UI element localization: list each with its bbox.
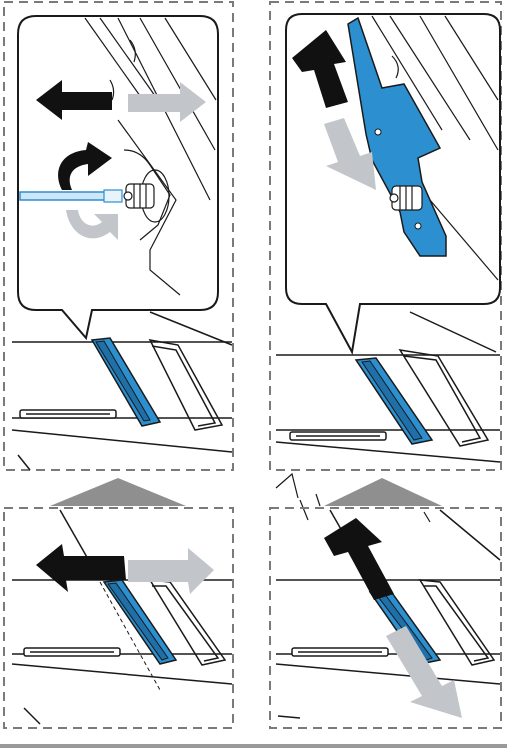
blue-strip xyxy=(356,358,432,444)
panel-bottom-left xyxy=(4,508,233,728)
handle-rail xyxy=(24,648,120,656)
bottom-rule xyxy=(0,744,507,748)
up-arrow-icon xyxy=(324,518,394,600)
handle-rail xyxy=(290,432,386,440)
screw-icon xyxy=(390,186,422,210)
appliance-scene xyxy=(12,510,232,724)
panel-top-right xyxy=(270,2,501,470)
handle-rail xyxy=(20,410,116,418)
up-triangle-icon xyxy=(324,478,442,506)
screwdriver-icon xyxy=(20,190,122,202)
bolt-hole xyxy=(415,223,421,229)
right-arrow-icon xyxy=(128,548,214,594)
handle-rail xyxy=(292,648,388,656)
panel-frame xyxy=(4,508,233,728)
panel-frame xyxy=(270,508,501,728)
panel-bottom-right xyxy=(270,508,501,728)
screw-icon xyxy=(124,184,154,208)
bolt-hole xyxy=(375,129,381,135)
panel-top-left xyxy=(4,2,233,470)
up-triangle-icon xyxy=(50,478,186,506)
